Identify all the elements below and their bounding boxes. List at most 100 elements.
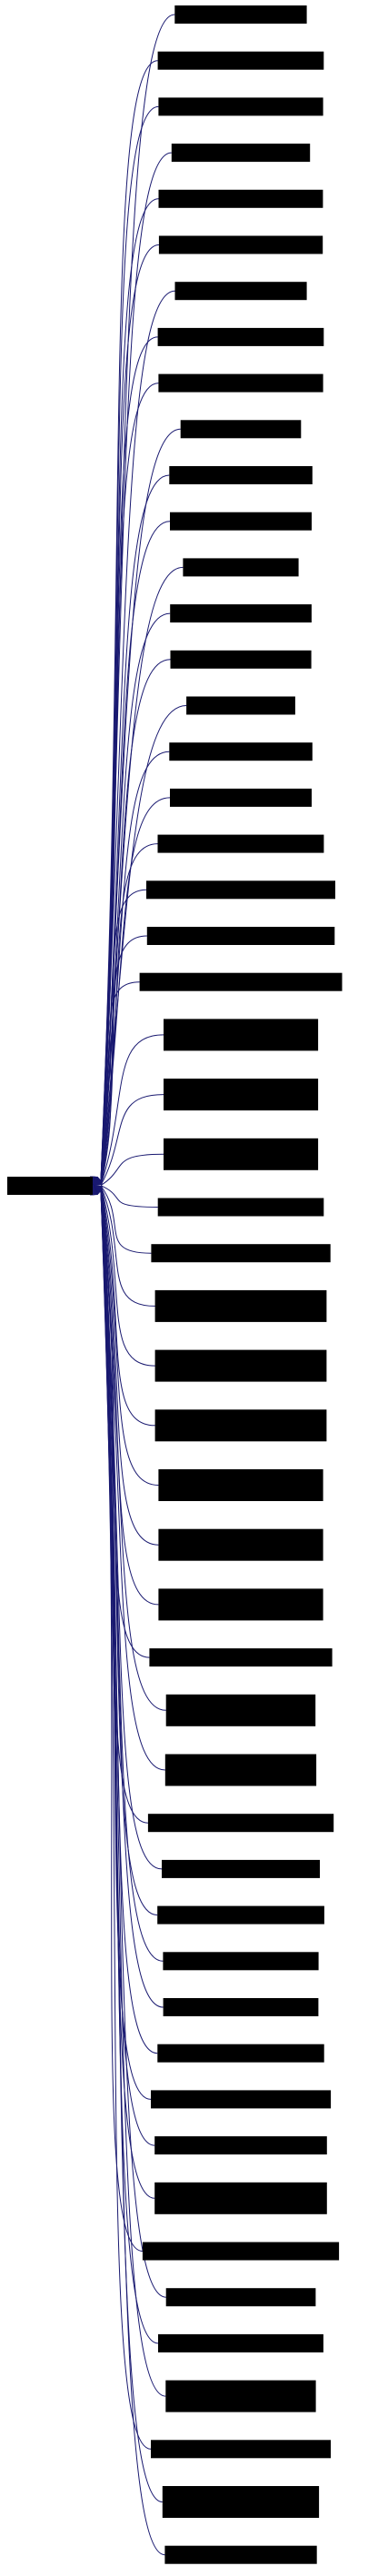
derived-class-node[interactable]: LAScriterionClipYAbove: [170, 604, 312, 623]
class-box: [170, 788, 312, 807]
class-label: LAScriterionClipXBelow: [177, 515, 304, 528]
class-box: [165, 1694, 316, 1726]
derived-class-node[interactable]: LAScriterionClipYBelow: [170, 650, 312, 669]
class-box: [158, 189, 323, 208]
class-label: LAScriterionClipRawZAbove: [165, 331, 317, 343]
derived-class-node[interactable]: LAScriterionClipZBelow: [170, 788, 312, 807]
derived-class-node[interactable]: LAScriterionKeepEveryNth: [162, 1859, 320, 1878]
class-box: [151, 2440, 331, 2459]
class-box: [180, 420, 302, 439]
derived-class-node[interactable]: LAScriterionKeepGpsTime: [163, 1952, 319, 1971]
class-label: Below: [224, 1095, 257, 1108]
class-box: [165, 2380, 316, 2412]
class-box: [146, 927, 335, 945]
derived-class-node[interactable]: LAScriterionKeepWavepackets: [151, 2440, 331, 2459]
inheritance-edge: [100, 1189, 158, 2054]
nodes-layer: LAScriterionClipCircleLAScriterionClipRa…: [7, 5, 343, 2564]
inheritance-edge: [100, 751, 170, 1184]
derived-class-node[interactable]: LAScriterionThinWithGrid: [164, 2545, 317, 2564]
inheritance-edge: [100, 1153, 164, 1186]
class-label: LAScriterionDropIntensity: [171, 1021, 311, 1034]
inheritance-edge: [100, 935, 147, 1185]
derived-class-node[interactable]: LAScriterionKeepRandomFraction: [142, 2242, 340, 2261]
derived-class-node[interactable]: LAScriterionKeepLastReturn: [157, 2044, 324, 2063]
class-box: [158, 97, 323, 116]
derived-class-node[interactable]: LAScriterionDropGpsTimeAbove: [146, 880, 335, 900]
inheritance-edge: [100, 383, 159, 1182]
derived-class-node[interactable]: LAScriterionClipRawXY: [171, 144, 311, 163]
class-label: LAScriterionKeepClassifications: [155, 1816, 326, 1829]
derived-class-node[interactable]: LAScriterionClipRawZAbove: [157, 327, 324, 346]
derived-class-node[interactable]: LAScriterionDropScanDirection: [149, 1648, 333, 1667]
class-label: LAScriterionKeepFirstReturn: [164, 1909, 317, 1922]
class-label: LAScriterionClipRawYBelow: [166, 239, 315, 252]
derived-class-node[interactable]: LAScriterionKeepIntensity: [163, 1998, 319, 2016]
derived-class-node[interactable]: LAScriterionKeepClassifications: [147, 1814, 334, 1833]
class-label: Below: [224, 1546, 257, 1558]
derived-class-node[interactable]: LAScriterionClipRawZ: [174, 282, 307, 301]
derived-class-node[interactable]: LAScriterionKeepScanAngle: [158, 2333, 323, 2352]
class-label: LAScriterionDropPointSource: [163, 1412, 320, 1425]
derived-class-node[interactable]: LAScriterionKeepReturns: [165, 2288, 316, 2307]
class-label: LAScriterionClipRawXY: [179, 146, 303, 159]
class-box: [139, 972, 343, 991]
class-label: LAScriterionClipYBelow: [177, 653, 303, 666]
inheritance-edge: [100, 1187, 166, 1711]
inheritance-edge: [100, 1190, 166, 2397]
derived-class-node[interactable]: LAScriterionClipXAbove: [169, 466, 313, 484]
derived-class-node[interactable]: LAScriterionDropFirstReturn: [157, 834, 324, 853]
inheritance-arrowhead: [92, 1178, 104, 1187]
derived-class-node[interactable]: LAScriterionClipRawXAbove: [157, 51, 324, 70]
derived-class-node[interactable]: LAScriterionDropGpsTimeBetween: [139, 972, 343, 991]
derived-class-node[interactable]: LAScriterionClipRawZBelow: [158, 373, 323, 393]
class-label: LAScriterionKeepLastReturn: [164, 2047, 316, 2060]
class-label: LAScriterionDropScanAngle: [165, 1591, 315, 1604]
inheritance-edge: [100, 1191, 165, 2556]
class-label: LAScriterionDropFirstReturn: [165, 838, 317, 850]
class-label: LAScriterionClipYAbove: [177, 607, 304, 620]
derived-class-node[interactable]: LAScriterionDropMiddleReturn: [151, 1244, 331, 1263]
class-box: [158, 373, 323, 393]
class-box: [158, 1588, 323, 1621]
derived-class-node[interactable]: LAScriterionClipZAbove: [169, 742, 313, 761]
derived-class-node[interactable]: LAScriterionKeepMiddleReturn: [151, 2090, 332, 2109]
derived-class-node[interactable]: LAScriterionClipXBelow: [170, 512, 312, 531]
class-label: LAScriterionDropGpsTimeBetween: [147, 976, 335, 989]
derived-class-node[interactable]: LAScriterionClipZ: [186, 696, 295, 715]
class-label: LAScriterionDropLastReturn: [165, 1201, 317, 1214]
derived-class-node[interactable]: LAScriterionClipTile: [180, 420, 302, 439]
derived-class-node[interactable]: LAScriterionKeepFirstReturn: [157, 1905, 324, 1925]
class-box: [164, 1019, 319, 1051]
base-class-node[interactable]: LAScriterion: [7, 1177, 93, 1195]
class-label: Above: [224, 1486, 258, 1498]
derived-class-node[interactable]: LAScriterionDropGpsTimeBelow: [146, 927, 335, 945]
class-label: LAScriterionDropSpecific: [174, 1697, 309, 1710]
derived-class-node[interactable]: LAScriterionClipRawXBelow: [158, 97, 323, 116]
derived-class-node[interactable]: LAScriterionDropLastReturn: [157, 1198, 324, 1217]
derived-class-node[interactable]: LAScriterionClipCircle: [174, 5, 307, 24]
class-label: LAScriterionDropGpsTimeAbove: [154, 883, 328, 896]
derived-class-node[interactable]: LAScriterionClipRawYBelow: [158, 235, 323, 254]
derived-class-node[interactable]: LAScriterionClipXY: [183, 558, 299, 577]
class-label: LineOnly: [217, 1771, 265, 1784]
class-label: NumberOfReturns: [192, 1711, 290, 1724]
derived-class-node[interactable]: LAScriterionKeepPointSource: [154, 2136, 327, 2155]
inheritance-edge: [100, 1186, 155, 1307]
inheritance-edge: [100, 1186, 155, 1367]
derived-class-node[interactable]: LAScriterionClipRawYAbove: [158, 189, 323, 208]
class-label: LAScriterionDropPointSource: [163, 1293, 320, 1306]
